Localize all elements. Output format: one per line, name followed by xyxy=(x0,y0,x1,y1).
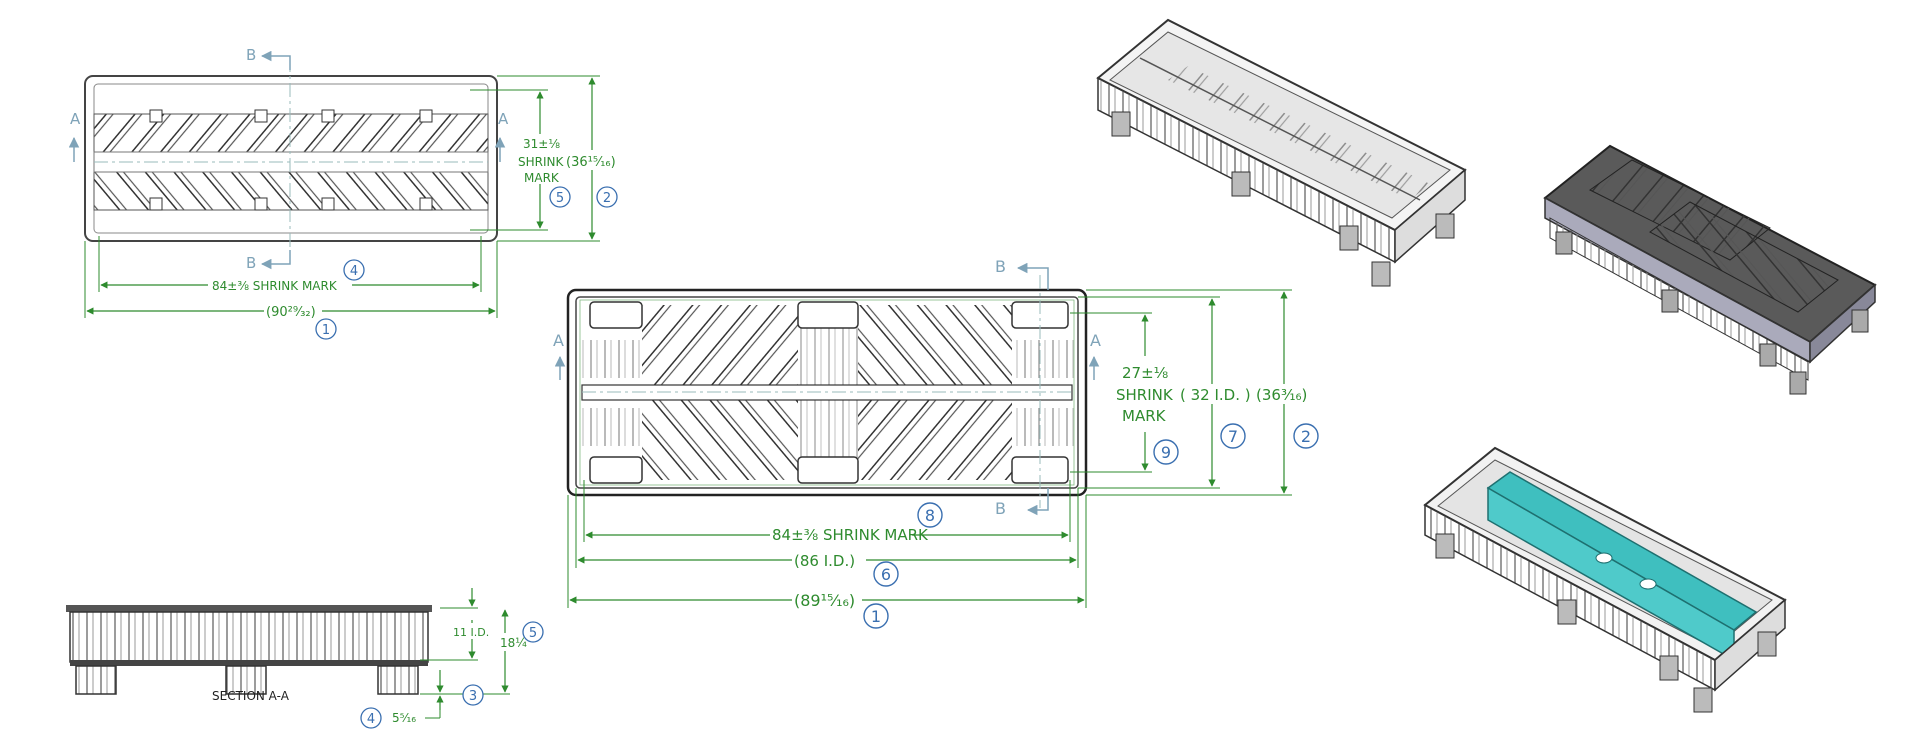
main-mark-label: MARK xyxy=(1122,407,1167,425)
top-section-b-top: B xyxy=(246,46,291,70)
top-shrink-label: SHRINK xyxy=(518,155,564,169)
svg-text:B: B xyxy=(995,257,1006,276)
iso-tray-open xyxy=(1096,18,1467,287)
main-balloon-length-overall: 1 xyxy=(863,603,889,629)
section-balloon-total-height: 5 xyxy=(522,621,544,643)
top-length-overall: (90²⁹⁄₃₂) xyxy=(266,305,316,320)
top-balloon-length-shrink: 4 xyxy=(343,259,365,281)
top-length-shrink: 84±⅜ SHRINK MARK xyxy=(212,279,338,293)
svg-text:4: 4 xyxy=(350,264,358,279)
svg-text:5: 5 xyxy=(529,626,537,641)
svg-text:A: A xyxy=(498,110,509,128)
svg-text:4: 4 xyxy=(367,712,375,727)
svg-text:8: 8 xyxy=(925,506,935,525)
section-leg-height: 5⁵⁄₁₆ xyxy=(392,711,416,725)
main-width-overall: (36³⁄₁₆) xyxy=(1256,386,1307,404)
top-section-a-left: A xyxy=(68,110,81,162)
top-view: A A B B 31±⅛ SHRINK MARK (36¹⁵⁄₁₆) 5 xyxy=(68,46,618,340)
svg-text:7: 7 xyxy=(1228,427,1238,446)
main-balloon-width-id: 7 xyxy=(1220,423,1246,449)
top-width-overall: (36¹⁵⁄₁₆) xyxy=(566,155,616,170)
svg-text:B: B xyxy=(995,499,1006,518)
svg-text:B: B xyxy=(246,254,256,272)
section-total-height: 18¼ xyxy=(500,636,527,650)
main-shrink-label: SHRINK xyxy=(1116,386,1174,404)
main-section-a-right: A xyxy=(1088,331,1101,380)
main-length-id: (86 I.D.) xyxy=(794,552,855,570)
section-balloon-leg: 3 xyxy=(462,684,484,706)
main-section-a-left: A xyxy=(553,331,566,380)
svg-text:A: A xyxy=(553,331,564,350)
svg-text:6: 6 xyxy=(881,565,891,584)
main-section-b-top: B xyxy=(995,257,1049,290)
svg-text:5: 5 xyxy=(556,191,564,206)
svg-text:1: 1 xyxy=(871,607,881,626)
top-section-b-bottom: B xyxy=(246,250,291,272)
svg-text:B: B xyxy=(246,46,256,64)
svg-text:A: A xyxy=(70,110,81,128)
iso-tray-insert xyxy=(1423,446,1787,713)
main-length-shrink: 84±⅜ SHRINK MARK xyxy=(772,526,929,544)
main-balloon-width-overall: 2 xyxy=(1293,423,1319,449)
section-view: SECTION A-A 11 I.D. 18¼ 5⁵⁄₁₆ 5 3 4 xyxy=(66,588,544,729)
top-balloon-length-overall: 1 xyxy=(315,318,337,340)
svg-text:2: 2 xyxy=(1301,427,1311,446)
svg-text:A: A xyxy=(1090,331,1101,350)
top-section-a-right: A xyxy=(494,110,509,162)
svg-text:3: 3 xyxy=(469,689,477,704)
top-balloon-width-shrink: 5 xyxy=(549,186,571,208)
main-section-b-bottom: B xyxy=(995,488,1049,518)
top-width-shrink: 31±⅛ xyxy=(523,137,560,151)
section-caption: SECTION A-A xyxy=(212,689,290,703)
svg-text:9: 9 xyxy=(1161,443,1171,462)
main-balloon-width-shrink: 9 xyxy=(1153,439,1179,465)
main-view: A A B B 27±⅛ SHRINK MARK ( 32 I.D. ) (36 xyxy=(553,257,1319,629)
main-balloon-length-shrink: 8 xyxy=(917,502,943,528)
top-balloon-width-overall: 2 xyxy=(596,186,618,208)
section-inner-depth: 11 I.D. xyxy=(453,626,489,639)
svg-text:1: 1 xyxy=(322,323,330,338)
main-balloon-length-id: 6 xyxy=(873,561,899,587)
main-width-id: ( 32 I.D. ) xyxy=(1180,386,1251,404)
iso-tray-lidded xyxy=(1543,144,1877,395)
main-length-overall: (89¹⁵⁄₁₆) xyxy=(794,591,855,610)
svg-text:2: 2 xyxy=(603,191,611,206)
top-mark-label: MARK xyxy=(524,171,560,185)
main-width-shrink: 27±⅛ xyxy=(1122,364,1168,382)
section-balloon-leg-height: 4 xyxy=(360,707,382,729)
